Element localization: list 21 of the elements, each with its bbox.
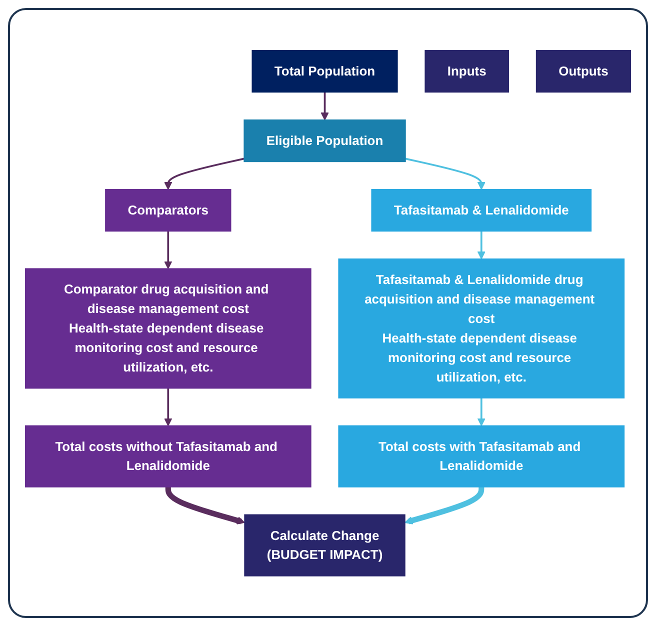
node-box xyxy=(338,425,625,488)
arrow xyxy=(164,230,172,269)
arrow xyxy=(477,398,486,426)
node-box xyxy=(105,188,232,232)
node-box xyxy=(371,188,592,232)
node-box xyxy=(536,50,632,92)
diagram-frame: Total Population Eligible Population Inputs Comparators Comparator drug acquisition and disease management cost Health-state dependent disease monitoring cost and resource utilization, etc. Tafasitamab & Lenalidomide Tafasitamab & Lenalidomide drug acquisition and disease management cost Health-state dependent disease monitoring cost and resource utilization, etc. Outputs Total costs without Tafasitamab and Lenalidomide Total costs with Tafasitamab and Lenalidomide Calculate Change (BUDGET IMPACT) xyxy=(8,8,648,618)
arrow xyxy=(164,388,172,426)
node-box xyxy=(252,50,398,92)
node-box xyxy=(338,258,625,398)
arrow xyxy=(165,486,245,524)
arrow xyxy=(477,230,486,260)
node-box xyxy=(244,119,406,162)
arrow xyxy=(405,158,486,190)
node-box xyxy=(424,50,510,92)
node-box xyxy=(244,514,406,576)
arrow xyxy=(320,92,329,120)
arrow xyxy=(404,486,484,524)
node-box xyxy=(24,268,312,389)
node-box xyxy=(24,425,312,488)
arrow xyxy=(164,158,244,190)
